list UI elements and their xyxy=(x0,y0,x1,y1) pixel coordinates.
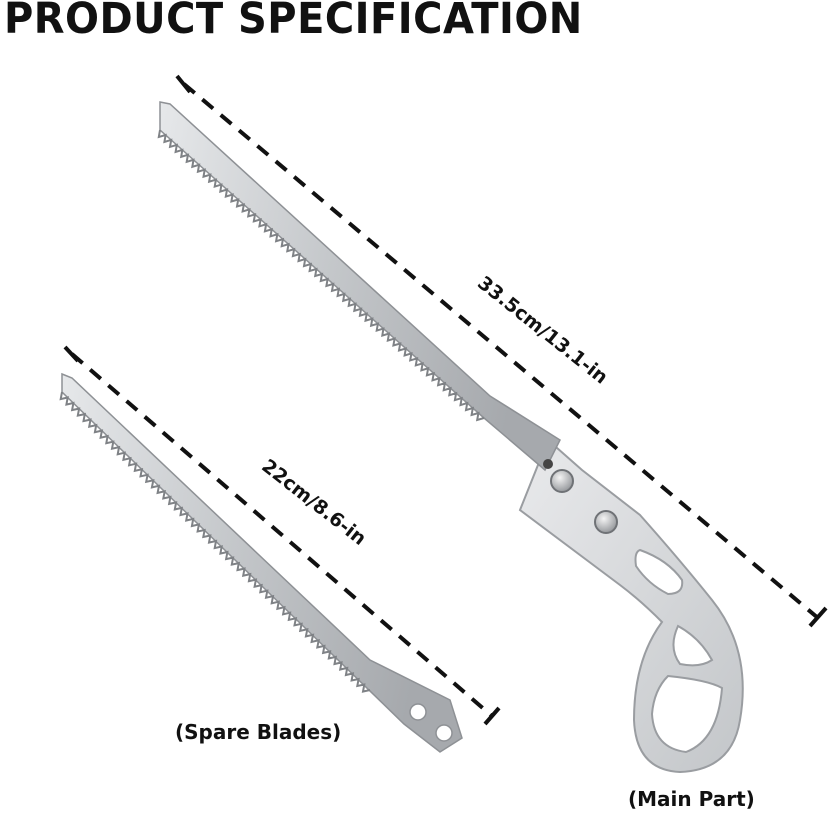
spare-dimension-line xyxy=(63,345,501,726)
spare-blades-caption: (Spare Blades) xyxy=(175,720,342,744)
main-saw-blade xyxy=(157,101,561,472)
spare-blade xyxy=(59,372,463,753)
main-part-caption: (Main Part) xyxy=(628,787,755,811)
main-dimension-line xyxy=(175,74,828,628)
main-saw-handle xyxy=(518,438,744,774)
page-title: PRODUCT SPECIFICATION xyxy=(4,0,583,44)
main-saw-bolts xyxy=(543,459,618,534)
